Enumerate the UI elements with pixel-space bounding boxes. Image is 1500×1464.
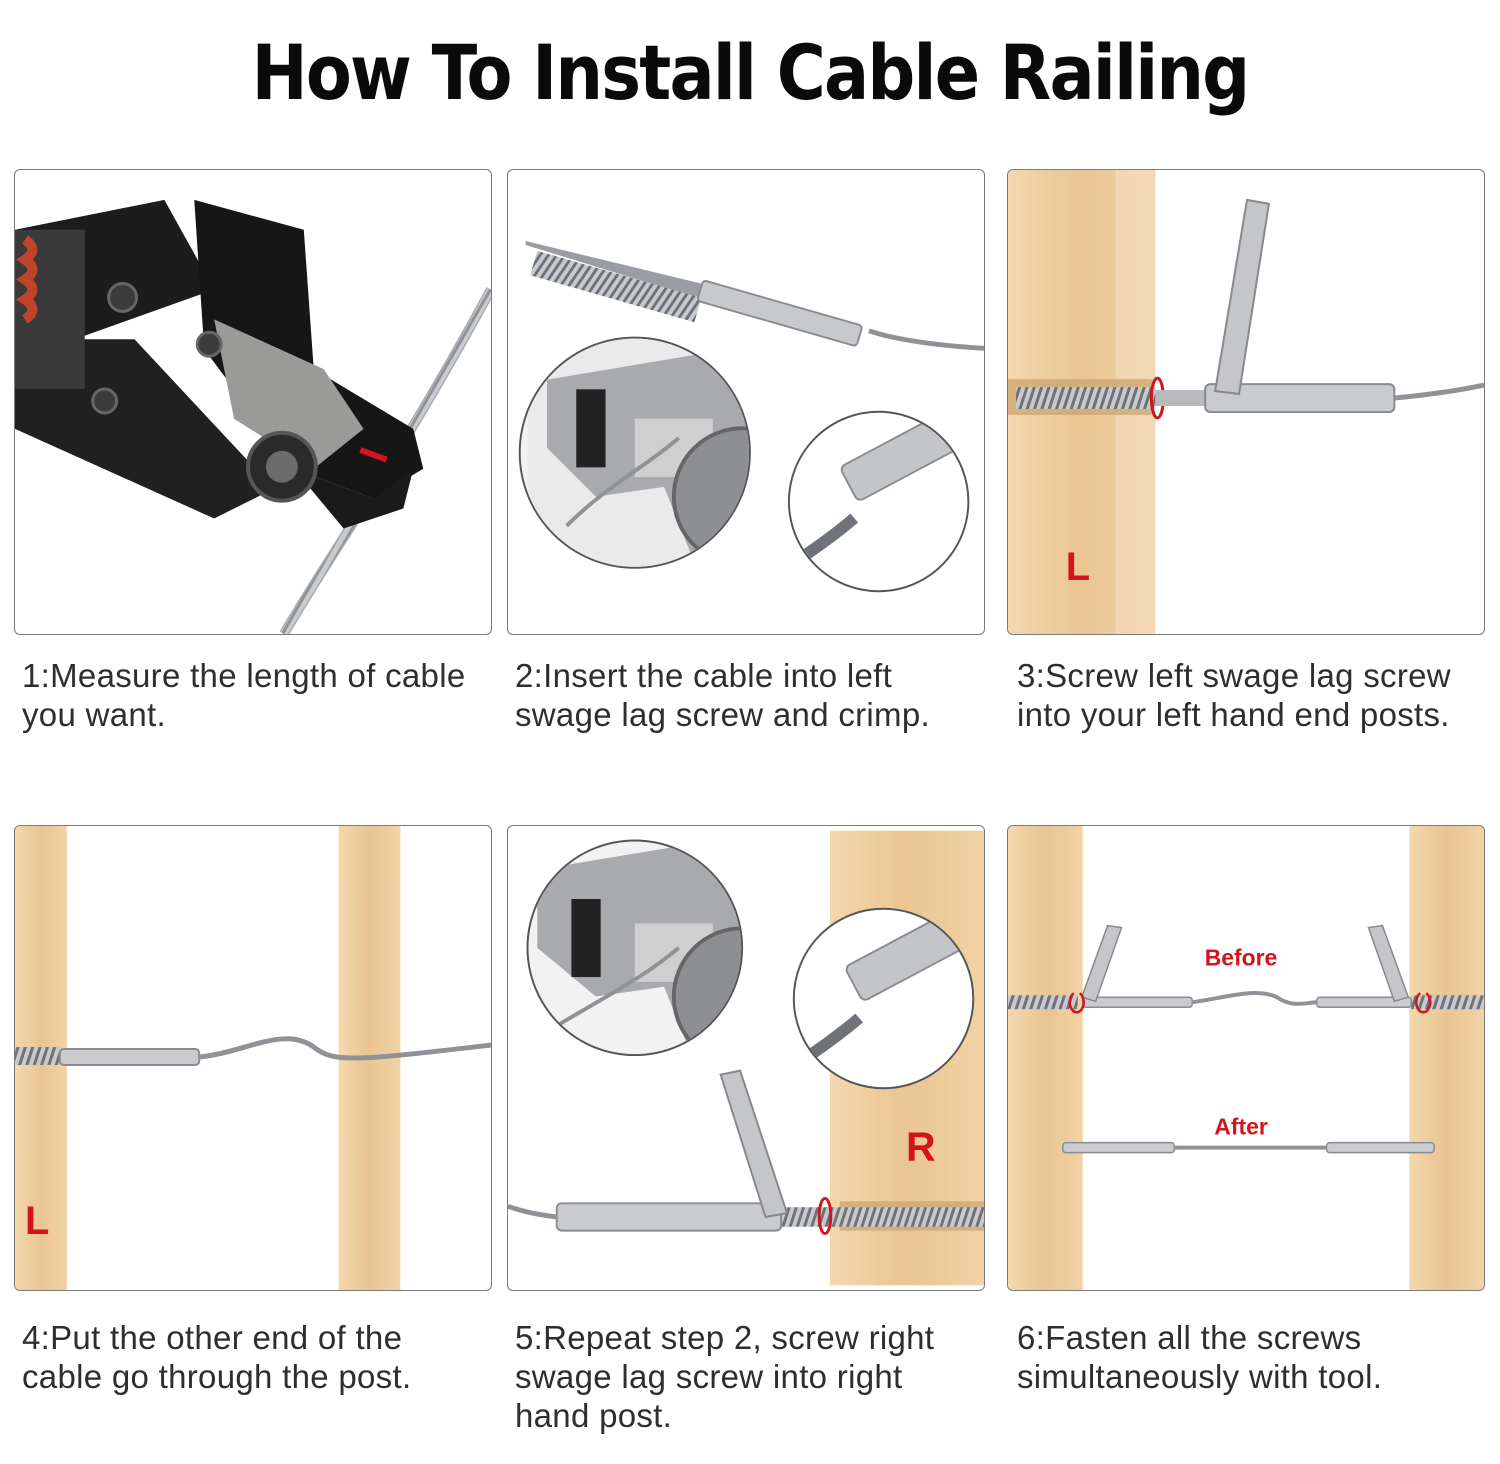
step-2-caption: 2:Insert the cable into left swage lag s…: [515, 657, 930, 733]
cable-through-post-illustration: L: [15, 826, 491, 1290]
step-6-image: Before After: [1007, 825, 1485, 1291]
after-label: After: [1214, 1114, 1268, 1140]
step-3-image: L: [1007, 169, 1485, 635]
right-post-screw-illustration: CRIMPING TOOL R: [508, 830, 984, 1286]
crimp-illustration: CRIMPING TOOL: [518, 241, 984, 593]
step-5-caption: 5:Repeat step 2, screw right swage lag s…: [515, 1319, 935, 1434]
step-1-caption: 1:Measure the length of cable you want.: [22, 657, 466, 733]
crimping-tool-text-5: CRIMPING TOOL: [741, 895, 794, 1007]
left-post-label-4: L: [25, 1199, 49, 1243]
step-1-image: [14, 169, 492, 635]
left-post-screw-illustration: L: [1008, 170, 1484, 634]
cable-cutter-illustration: [15, 199, 491, 634]
page-title: How To Install Cable Railing: [251, 28, 1251, 117]
step-4-caption: 4:Put the other end of the cable go thro…: [22, 1319, 412, 1395]
right-post-label: R: [906, 1123, 936, 1169]
step-4-image: L: [14, 825, 492, 1291]
step-5-image: CRIMPING TOOL R: [507, 825, 985, 1291]
left-post-label: L: [1066, 545, 1090, 589]
step-2-image: CRIMPING TOOL: [507, 169, 985, 635]
fasten-screws-illustration: Before After: [1008, 826, 1484, 1290]
step-6-caption: 6:Fasten all the screws simultaneously w…: [1017, 1319, 1383, 1395]
step-3-caption: 3:Screw left swage lag screw into your l…: [1017, 657, 1451, 733]
before-label: Before: [1205, 944, 1278, 970]
